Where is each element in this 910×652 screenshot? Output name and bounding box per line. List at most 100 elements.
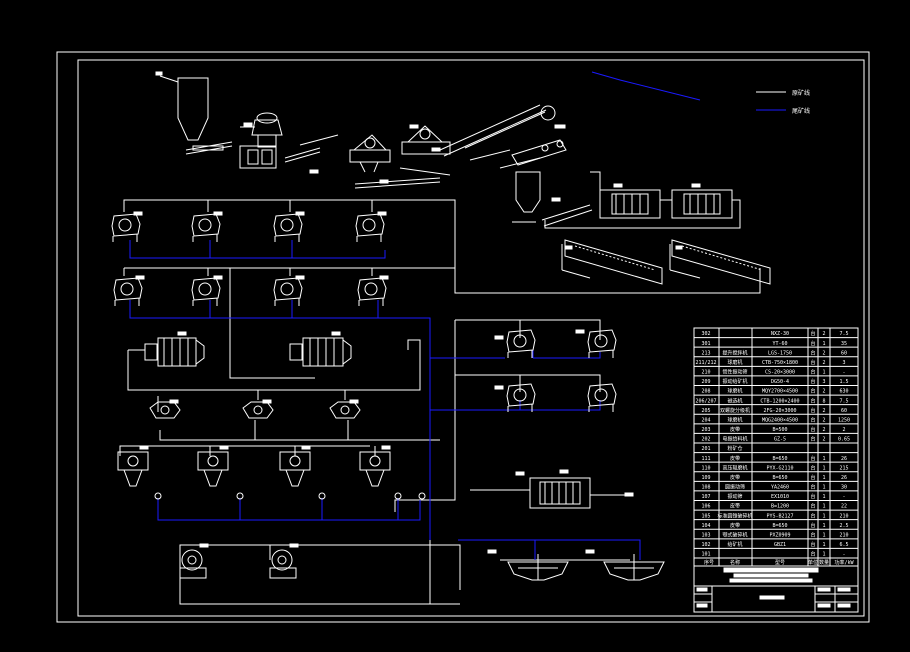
slurry-pumps [179,543,299,579]
return-conveyor [354,167,451,189]
bom-cell: 1 [822,475,825,481]
bom-cell: 台 [810,484,815,491]
bom-cell: 210 [701,370,710,376]
bom-cell: 108 [701,485,710,491]
bom-cell: MQG2400×4500 [762,417,798,423]
bom-cell: CS-20×3000 [765,370,795,376]
bom-cell: 台 [810,512,815,519]
raw-ore-bin [155,71,209,141]
bom-cell: 台 [810,426,815,433]
bom-cell: 台 [810,369,815,376]
bom-cell: - [842,552,845,558]
bom-cell: 1 [822,542,825,548]
bom-cell: 211/212 [695,360,716,366]
bom-cell: 206/207 [695,398,716,404]
bom-cell: GBZ1 [774,542,786,548]
bom-cell: 210 [839,532,848,538]
bom-cell: 0.65 [838,437,850,443]
bom-cell: 1 [822,370,825,376]
fine-ore-bin [515,171,541,213]
bom-cell: 2 [822,417,825,423]
bom-cell: 301 [701,341,710,347]
bom-cell: 1 [822,341,825,347]
bom-cell: 粉矿仓 [727,445,742,452]
legend: 原矿线 尾矿线 [756,89,810,115]
jaw-crusher [239,112,283,169]
bom-cell: 1 [822,552,825,558]
bom-cell: EX1010 [771,494,789,500]
bom-cell: 台 [810,493,815,500]
bom-cell: 2.5 [839,523,848,529]
thickeners [487,549,665,581]
bom-cell: PYS-B2127 [766,513,793,519]
bom-cell: 皮带 [730,426,740,433]
bom-cell: PYX-G2110 [766,465,793,471]
bom-cell: 210 [839,513,848,519]
raw-flow-lines [119,199,761,605]
bom-cell: 101 [701,552,710,558]
bom-cell: - [842,494,845,500]
vibrating-screen [469,139,567,169]
bom-header-power: 功率/kW [834,559,854,566]
legend-label-tail: 尾矿线 [792,107,810,115]
bom-cell: YT-60 [772,341,787,347]
bom-cell: B=650 [772,456,787,462]
bom-cell: 台 [810,378,815,385]
bom-cell: PXZ0909 [769,532,790,538]
cone-crusher-1 [349,134,391,173]
bom-cell: 26 [841,475,847,481]
bom-cell: 皮带 [730,474,740,481]
bom-cell: B=1200 [771,504,789,510]
fine-ore-section [512,171,771,285]
bom-cell: CTB-1200×2400 [760,398,799,404]
bom-cell: 台 [810,397,815,404]
bom-cell: 台 [810,416,815,423]
bom-cell: LGS-1750 [768,350,792,356]
conveyor-1 [284,134,339,174]
spiral-classifier-1 [561,239,663,285]
inclined-conveyor [439,104,566,157]
bom-cell: 1 [822,456,825,462]
crushing-section [155,71,567,189]
bom-cell: 103 [701,532,710,538]
bom-cell: 台 [810,531,815,538]
bom-cell: 302 [701,331,710,337]
bom-cell: 213 [701,350,710,356]
bom-cell: 35 [841,341,847,347]
bom-cell: 台 [810,503,815,510]
bom-cell: GZ-5 [774,437,786,443]
bom-header-unit: 单位 [808,559,818,566]
title-block [693,565,859,613]
bom-cell: 皮带 [730,503,740,510]
magnetic-separators-right [494,329,617,412]
bom-cell: 7.5 [839,331,848,337]
bom-cell: 2 [822,360,825,366]
bom-cell: 圆振动筛 [725,484,745,491]
bom-cell: 630 [839,389,848,395]
bom-cell: 1 [822,485,825,491]
bom-cell: 球磨机 [727,388,742,395]
bom-cell: 6.5 [839,542,848,548]
outer-frame [56,51,870,623]
bom-cell: 105 [701,513,710,519]
bom-cell: 台 [810,455,815,462]
bom-cell: 振动筛 [727,493,742,500]
bom-cell: 2 [822,350,825,356]
bom-cell: 2FG-20×3000 [763,408,796,414]
tail-flow-lines [129,71,701,560]
bom-cell: 皮带 [730,455,740,462]
bom-cell: 30 [841,485,847,491]
magnetic-separators-row2 [113,275,389,306]
bom-cell: 2 [822,331,825,337]
bom-cell: 2 [822,427,825,433]
inner-frame [77,59,865,617]
bom-cell: 60 [841,408,847,414]
bom-cell: 208 [701,389,710,395]
bom-cell: 台 [810,349,815,356]
bom-cell: 台 [810,340,815,347]
bom-cell: 109 [701,475,710,481]
bom-cell: 22 [841,504,847,510]
